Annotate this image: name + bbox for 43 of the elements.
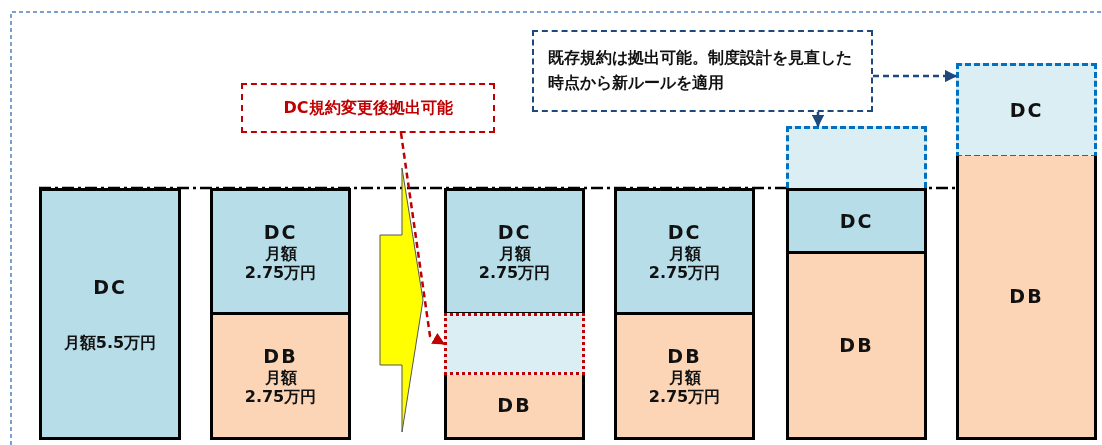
segment-label: DC [667, 220, 702, 244]
callout-text: DC規約変更後拠出可能 [283, 98, 453, 118]
segment-label: 月額 [498, 243, 531, 263]
segment-label: DC [263, 220, 298, 244]
segment-label: DC [839, 209, 874, 233]
segment-label: DB [839, 334, 874, 357]
segment-label: DC [93, 276, 127, 299]
arrow [399, 132, 446, 346]
callout-box [532, 30, 873, 112]
segment-label: 2.75万円 [478, 262, 551, 283]
segment-label: DB [497, 393, 532, 417]
dashed-segment [956, 63, 1097, 158]
segment-label: DB [667, 345, 702, 369]
segment-label: 2.75万円 [244, 387, 317, 407]
segment-label: 2.75万円 [244, 262, 317, 283]
bar-segment [956, 156, 1097, 440]
bar-segment [210, 188, 351, 315]
segment-label: 月額 [668, 368, 701, 388]
segment-label: DC [497, 220, 532, 244]
block-arrow [379, 167, 424, 433]
segment-label: 月額 [264, 368, 297, 388]
callout-text: 既存規約は拠出可能。制度設計を見直した時点から新ルールを適用 [548, 47, 853, 94]
segment-label: DB [263, 345, 298, 369]
arrow [811, 112, 825, 128]
segment-label: 2.75万円 [648, 387, 721, 407]
bar-segment [444, 373, 585, 440]
bar-segment [786, 251, 927, 440]
arrow [873, 69, 958, 83]
bar-segment [614, 312, 755, 440]
dashed-segment [786, 126, 927, 188]
bar-segment [39, 188, 181, 440]
bar-segment [614, 188, 755, 315]
segment-label: 月額5.5万円 [63, 332, 157, 352]
bar-segment [786, 188, 927, 254]
dashed-segment [444, 313, 585, 375]
segment-label: 2.75万円 [648, 262, 721, 283]
bar-segment [444, 188, 585, 315]
segment-label: DB [1009, 285, 1044, 308]
bar-segment [210, 312, 351, 440]
segment-label: DC [1009, 99, 1044, 122]
callout-box [241, 83, 495, 133]
segment-label: 月額 [668, 243, 701, 263]
segment-label: 月額 [264, 243, 297, 263]
